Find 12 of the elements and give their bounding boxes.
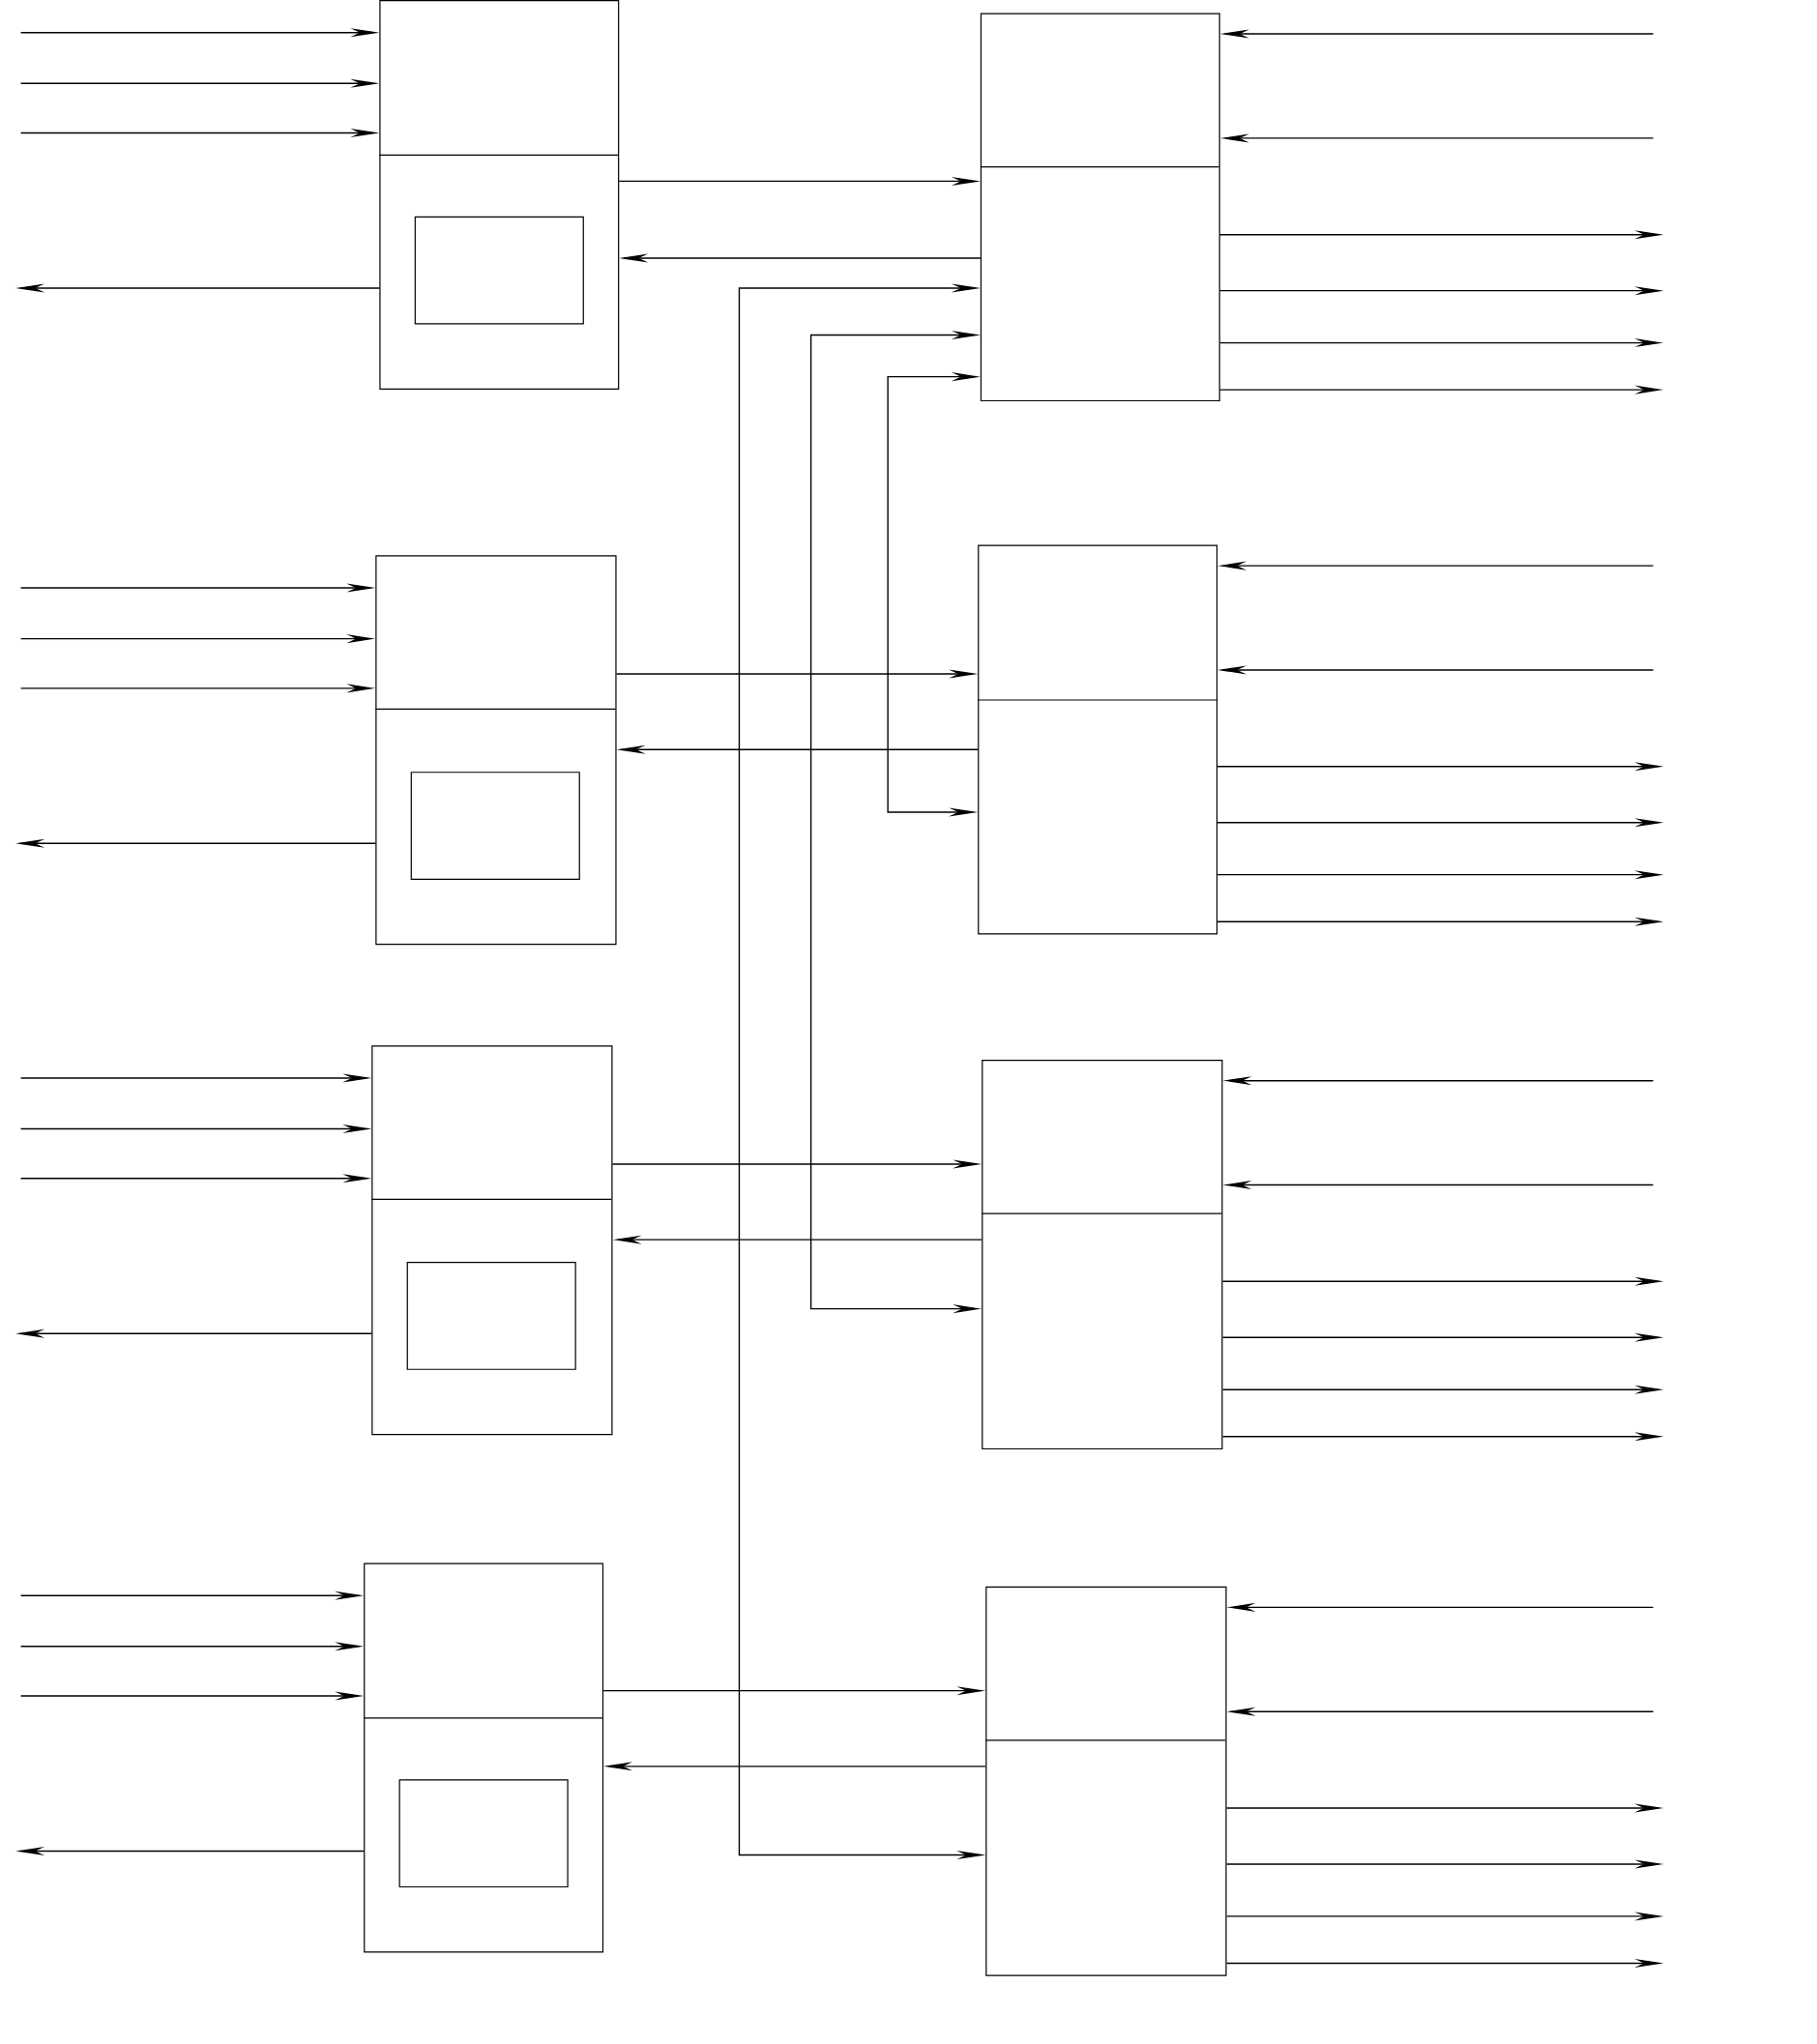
block-box: [363, 1562, 603, 1953]
block-box: [980, 13, 1220, 402]
block-box: [378, 0, 620, 390]
inner-box: [414, 216, 584, 325]
inner-box: [410, 772, 580, 880]
block-box: [981, 1060, 1223, 1450]
inner-box: [406, 1262, 576, 1370]
block-box: [984, 1586, 1227, 1976]
block-box: [370, 1045, 613, 1436]
block-box: [374, 555, 617, 946]
inner-box: [398, 1779, 569, 1888]
block-box: [977, 544, 1217, 935]
